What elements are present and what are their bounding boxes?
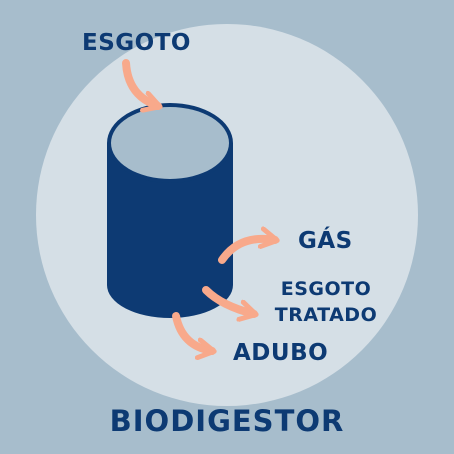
page-title: BIODIGESTOR <box>109 404 345 438</box>
fertilizer-label: ADUBO <box>233 340 329 366</box>
arrow-fertilizer <box>172 312 212 351</box>
tank-top-inner <box>111 107 229 179</box>
tank <box>107 103 233 318</box>
treated-sewage-label-line2: TRATADO <box>274 303 378 326</box>
arrow-gas <box>218 239 275 264</box>
gas-label: GÁS <box>298 228 353 254</box>
treated-sewage-label-line1: ESGOTO <box>280 278 372 300</box>
arrow-treated-sewage <box>202 286 254 314</box>
input-label: ESGOTO <box>82 30 191 56</box>
arrow-input <box>122 59 158 106</box>
tank-body <box>107 143 233 318</box>
treated-sewage-label: ESGOTO TRATADO <box>268 277 384 328</box>
